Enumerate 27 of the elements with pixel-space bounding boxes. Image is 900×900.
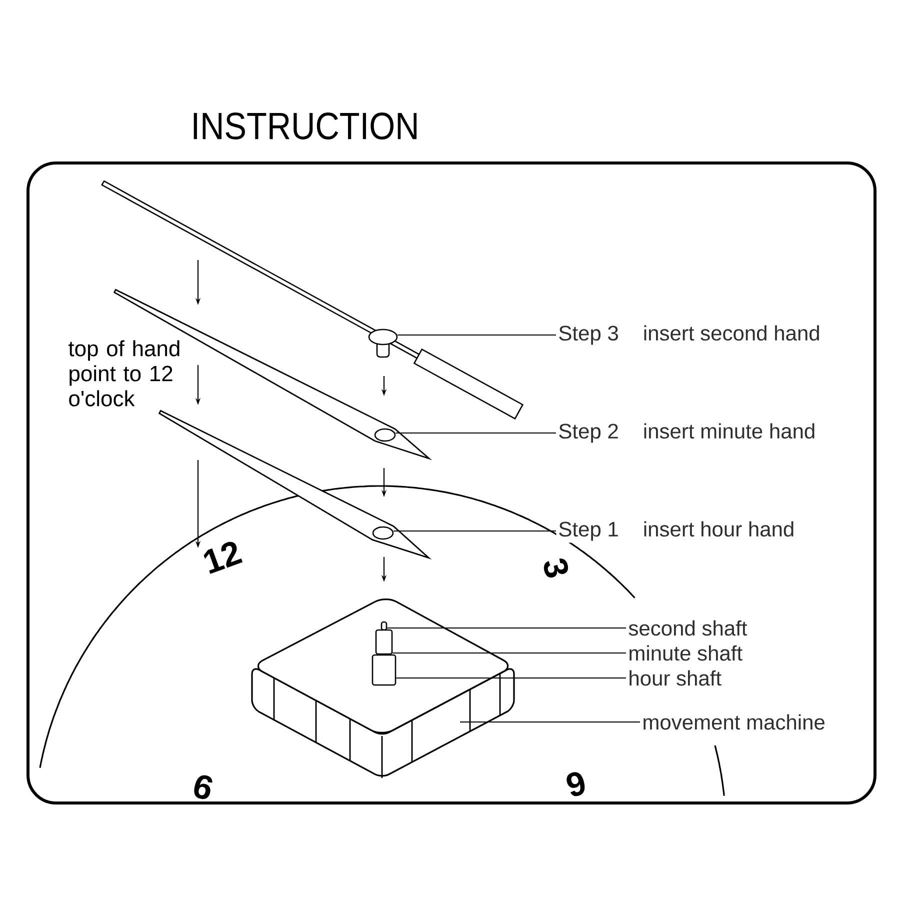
leader-line bbox=[398, 334, 556, 336]
leader-line bbox=[392, 652, 626, 654]
dial-numeral: 12 bbox=[204, 542, 243, 574]
leader-line bbox=[387, 627, 626, 629]
label-text: Step 2 insert minute hand bbox=[556, 421, 818, 445]
leader-line bbox=[460, 721, 640, 723]
hand-hole bbox=[372, 526, 394, 540]
leader-line bbox=[394, 530, 556, 532]
leader-line bbox=[396, 432, 556, 434]
label-text: Step 3 insert second hand bbox=[556, 323, 822, 347]
label-text: hour shaft bbox=[626, 668, 724, 688]
title: INSTRUCTION bbox=[194, 112, 417, 140]
shaft bbox=[380, 621, 388, 631]
note-text: top of hand point to 12 o'clock bbox=[68, 340, 180, 406]
label-text: Step 1 insert hour hand bbox=[556, 519, 797, 543]
hand-hole bbox=[374, 428, 396, 442]
leader-line bbox=[396, 677, 626, 679]
label-text: minute shaft bbox=[626, 643, 745, 663]
label-text: second shaft bbox=[626, 618, 750, 638]
dial-numeral: 3 bbox=[544, 558, 568, 578]
shaft bbox=[375, 629, 393, 655]
dial-numeral: 9 bbox=[194, 775, 212, 800]
shaft bbox=[372, 654, 396, 686]
hand-hole bbox=[368, 328, 398, 358]
movement-drawing bbox=[251, 598, 515, 778]
label-text: movement machine bbox=[640, 712, 828, 732]
dial-numeral: 6 bbox=[566, 772, 585, 796]
